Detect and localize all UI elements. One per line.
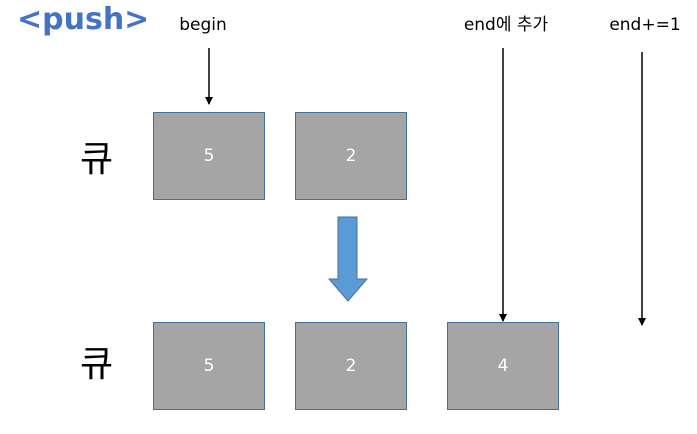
queue-after-cell-3: 4	[447, 322, 559, 410]
transition-down-arrow	[327, 216, 369, 302]
queue-after-cell-1: 5	[153, 322, 265, 410]
end-increment-label: end+=1	[609, 15, 681, 35]
queue-before-cell-1: 5	[153, 112, 265, 200]
queue-after-label: 큐	[80, 344, 114, 385]
queue-before-cell-2: 2	[295, 112, 407, 200]
queue-after-cell-2: 2	[295, 322, 407, 410]
diagram-title: <push>	[17, 2, 150, 37]
end-add-label: end에 추가	[463, 15, 549, 35]
begin-label: begin	[179, 15, 227, 35]
queue-before-label: 큐	[80, 139, 114, 180]
